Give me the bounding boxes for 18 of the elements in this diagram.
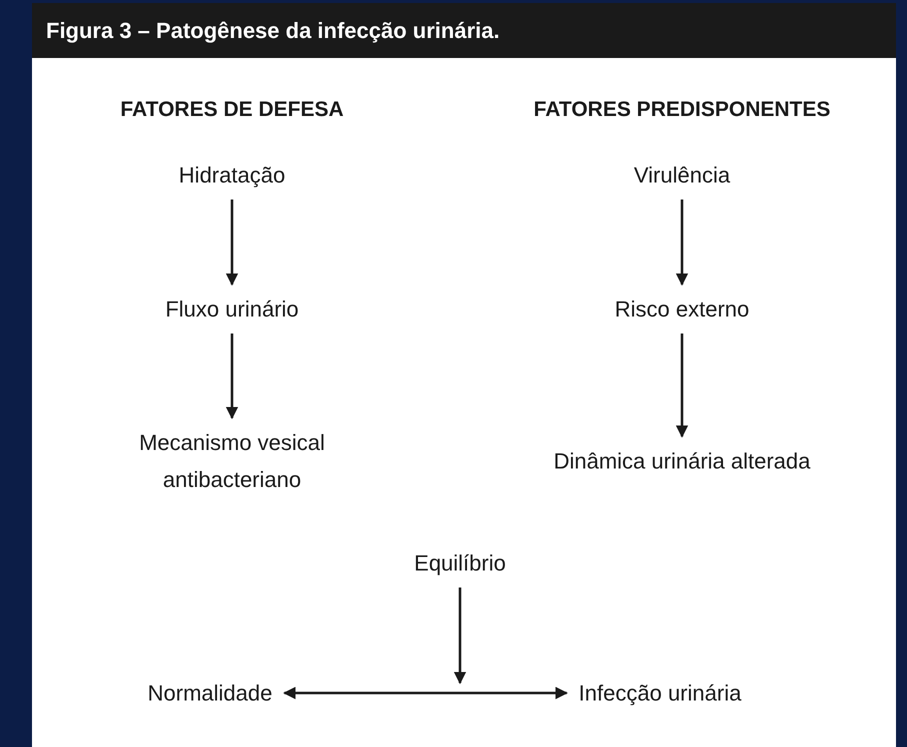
flow-text: Hidratação xyxy=(102,156,362,194)
column-heading: FATORES PREDISPONENTES xyxy=(534,98,830,122)
flow-text: Dinâmica urinária alterada xyxy=(552,442,812,480)
flow-text: Virulência xyxy=(552,156,812,194)
flow-text: Fluxo urinário xyxy=(102,290,362,328)
arrow xyxy=(676,334,688,438)
figure-title: Figura 3 – Patogênese da infecção urinária. xyxy=(32,3,896,58)
arrow xyxy=(226,200,238,286)
flow-text: Risco externo xyxy=(552,290,812,328)
arrow xyxy=(283,686,568,700)
flow-text: Equilíbrio xyxy=(360,544,560,582)
flow-text: Normalidade xyxy=(110,674,310,712)
column-heading: FATORES DE DEFESA xyxy=(120,98,344,122)
arrow xyxy=(226,334,238,420)
flow-text: Infecção urinária xyxy=(550,674,770,712)
arrow xyxy=(676,200,688,286)
arrow xyxy=(454,588,466,684)
flow-text: Mecanismo vesical antibacteriano xyxy=(102,424,362,498)
